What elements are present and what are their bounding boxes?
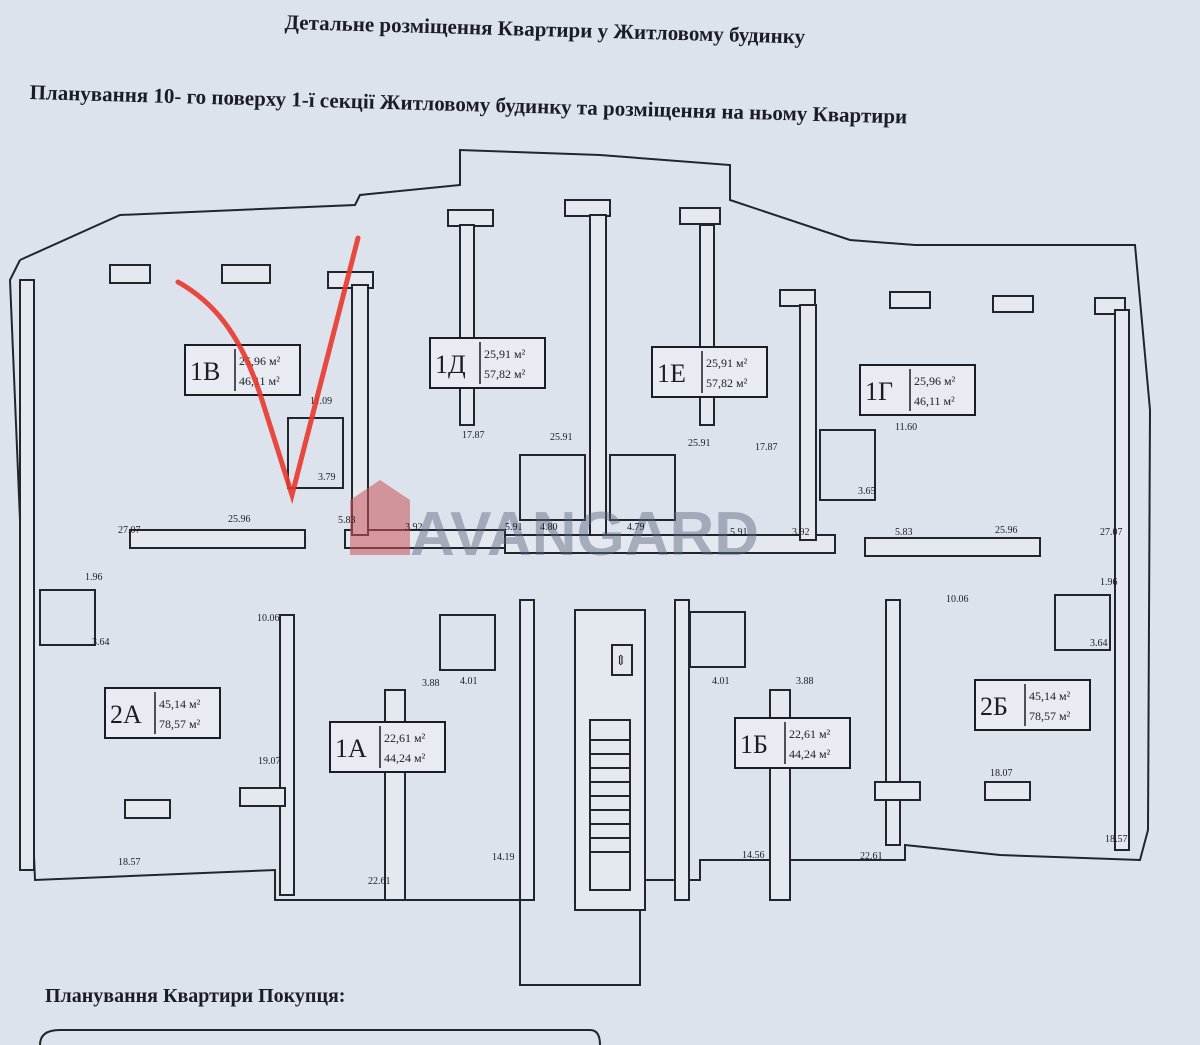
room-area-label: 25.91 bbox=[688, 438, 711, 449]
room-area-label: 3.79 bbox=[318, 472, 336, 483]
room-area-label: 25.91 bbox=[550, 432, 573, 443]
room-area-label: 4.01 bbox=[712, 676, 730, 687]
apartment-total-area: 44,24 м² bbox=[384, 751, 426, 765]
room-area-label: 27.07 bbox=[118, 525, 141, 536]
apartment-label-2: 1Е 25,91 м² 57,82 м² bbox=[651, 346, 768, 398]
apartment-label-5: 1А 22,61 м² 44,24 м² bbox=[329, 721, 446, 773]
apartment-total-area: 78,57 м² bbox=[1029, 709, 1071, 723]
apartment-number: 1А bbox=[335, 734, 367, 763]
room-area-label: 5.91 bbox=[505, 522, 523, 533]
room-area-label: 14.19 bbox=[492, 852, 515, 863]
apartment-number: 1Б bbox=[740, 730, 768, 759]
room-area-label: 5.83 bbox=[895, 527, 913, 538]
room-area-label: 3.64 bbox=[1090, 638, 1108, 649]
room-area-label: 5.91 bbox=[730, 527, 748, 538]
apartment-living-area: 22,61 м² bbox=[789, 727, 831, 741]
red-check-mark bbox=[175, 235, 361, 505]
watermark-text: AVANGARD bbox=[410, 500, 759, 569]
room-area-label: 3.88 bbox=[422, 678, 440, 689]
room-area-label: 22.61 bbox=[860, 851, 883, 862]
apartment-number: 1Г bbox=[865, 377, 893, 406]
apartment-label-7: 2Б 45,14 м² 78,57 м² bbox=[974, 679, 1091, 731]
room-area-label: 14.56 bbox=[742, 850, 765, 861]
buyer-plan-heading: Планування Квартири Покупця: bbox=[45, 985, 346, 1007]
room-area-label: 25.96 bbox=[228, 514, 251, 525]
apartment-number: 2Б bbox=[980, 692, 1008, 721]
apartment-number: 1Е bbox=[657, 359, 686, 388]
room-area-label: 3.92 bbox=[792, 527, 810, 538]
room-area-label: 18.57 bbox=[118, 857, 141, 868]
room-area-label: 27.07 bbox=[1100, 527, 1123, 538]
apartment-number: 1В bbox=[190, 357, 220, 386]
room-area-label: 3.65 bbox=[858, 486, 876, 497]
apartment-living-area: 22,61 м² bbox=[384, 731, 426, 745]
room-area-label: 3.88 bbox=[796, 676, 814, 687]
room-area-label: 1.96 bbox=[85, 572, 103, 583]
room-area-label: 3.64 bbox=[92, 637, 110, 648]
apartment-total-area: 57,82 м² bbox=[484, 367, 526, 381]
room-area-label: 19.07 bbox=[258, 756, 281, 767]
apartment-number: 1Д bbox=[435, 350, 466, 379]
room-area-label: 4.80 bbox=[540, 522, 558, 533]
apartment-labels: 1В 25,96 м² 46,11 м² 1Д 25,91 м² 57,82 м… bbox=[104, 337, 1091, 773]
watermark: AVANGARD bbox=[350, 480, 759, 569]
svg-text:⇕: ⇕ bbox=[615, 654, 627, 669]
room-areas: 11.09 3.79 27.07 25.96 5.83 3.92 17.87 25.91 5.9… bbox=[85, 396, 1128, 887]
apartment-living-area: 45,14 м² bbox=[159, 697, 201, 711]
room-area-label: 22.61 bbox=[368, 876, 391, 887]
apartment-living-area: 25,96 м² bbox=[914, 374, 956, 388]
apartment-label-3: 1Г 25,96 м² 46,11 м² bbox=[859, 364, 976, 416]
room-area-label: 17.87 bbox=[755, 442, 778, 453]
room-area-label: 10.06 bbox=[257, 613, 280, 624]
room-area-label: 1.96 bbox=[1100, 577, 1118, 588]
apartment-total-area: 46,11 м² bbox=[914, 394, 955, 408]
room-area-label: 17.87 bbox=[462, 430, 485, 441]
apartment-living-area: 25,91 м² bbox=[484, 347, 526, 361]
apartment-number: 2А bbox=[110, 700, 142, 729]
apartment-total-area: 46,11 м² bbox=[239, 374, 280, 388]
room-area-label: 5.83 bbox=[338, 515, 356, 526]
room-area-label: 25.96 bbox=[995, 525, 1018, 536]
room-area-label: 3.92 bbox=[405, 522, 423, 533]
room-area-label: 4.79 bbox=[627, 522, 645, 533]
apartment-living-area: 25,91 м² bbox=[706, 356, 748, 370]
apartment-label-6: 1Б 22,61 м² 44,24 м² bbox=[734, 717, 851, 769]
apartment-label-4: 2А 45,14 м² 78,57 м² bbox=[104, 687, 221, 739]
apartment-total-area: 78,57 м² bbox=[159, 717, 201, 731]
apartment-label-1: 1Д 25,91 м² 57,82 м² bbox=[429, 337, 546, 389]
watermark-logo-icon bbox=[350, 480, 410, 555]
room-area-label: 11.09 bbox=[310, 396, 332, 407]
staircase bbox=[590, 739, 630, 853]
apartment-living-area: 45,14 м² bbox=[1029, 689, 1071, 703]
room-area-label: 18.57 bbox=[1105, 834, 1128, 845]
room-area-label: 4.01 bbox=[460, 676, 478, 687]
room-area-label: 11.60 bbox=[895, 422, 917, 433]
apartment-total-area: 57,82 м² bbox=[706, 376, 748, 390]
room-area-label: 10.06 bbox=[946, 594, 969, 605]
apartment-total-area: 44,24 м² bbox=[789, 747, 831, 761]
room-area-label: 18.07 bbox=[990, 768, 1013, 779]
